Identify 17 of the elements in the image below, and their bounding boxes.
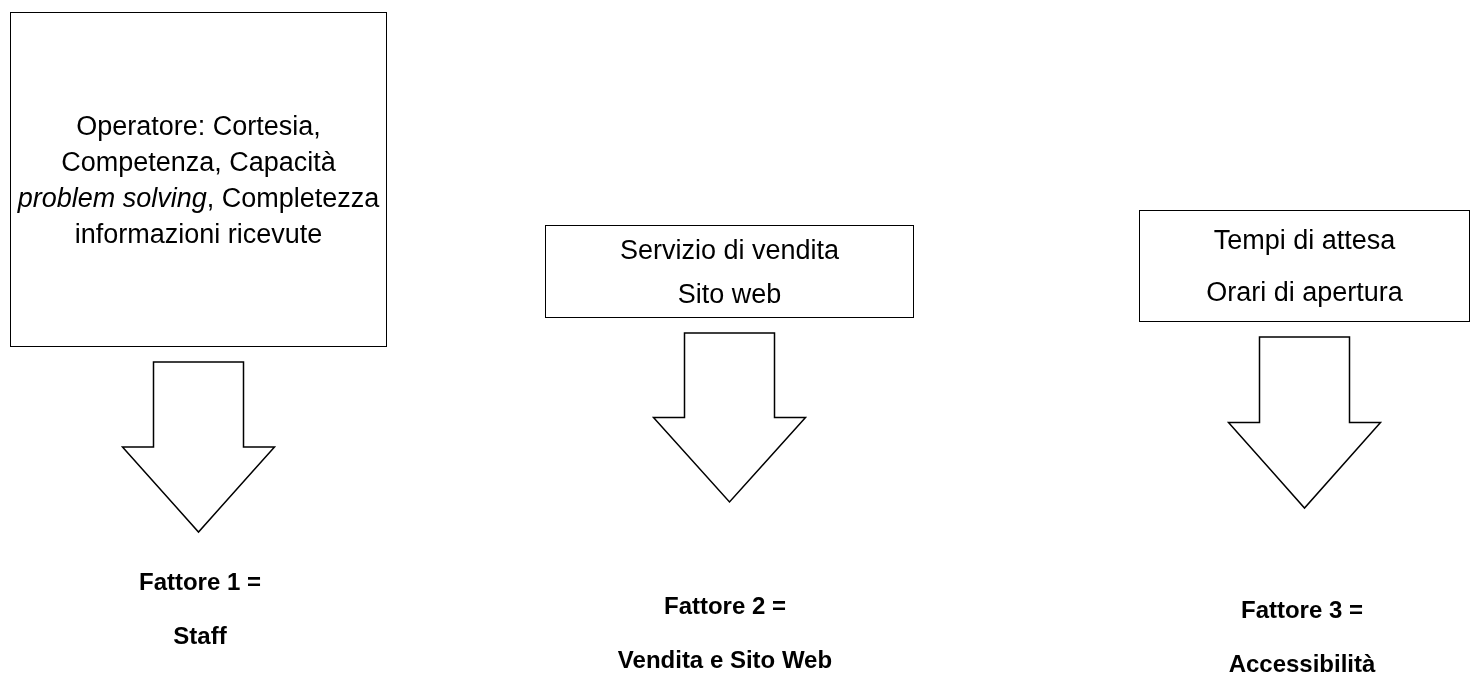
text-box xyxy=(545,225,914,318)
block-arrow xyxy=(1226,336,1383,510)
factor-label: Fattore 3 = xyxy=(1240,596,1363,624)
block-arrow xyxy=(651,332,808,504)
box-text: Servizio di vendita xyxy=(619,233,840,267)
text-box xyxy=(1139,210,1470,322)
block-arrow xyxy=(120,361,277,534)
factor-label: Vendita e Sito Web xyxy=(617,646,833,674)
text-box xyxy=(10,12,387,347)
box-text: Sito web xyxy=(677,277,782,311)
box-text: Tempi di attesa xyxy=(1213,224,1396,257)
factor-label: Staff xyxy=(173,622,227,650)
box-text: Orari di apertura xyxy=(1206,276,1403,309)
factor-label: Fattore 2 = xyxy=(663,592,786,620)
box-text: Operatore: Cortesia, Competenza, Capacità problem solving, Completezza informazioni ricevute xyxy=(16,109,381,251)
factor-label: Fattore 1 = xyxy=(138,568,261,596)
factor-label: Accessibilità xyxy=(1228,650,1376,674)
